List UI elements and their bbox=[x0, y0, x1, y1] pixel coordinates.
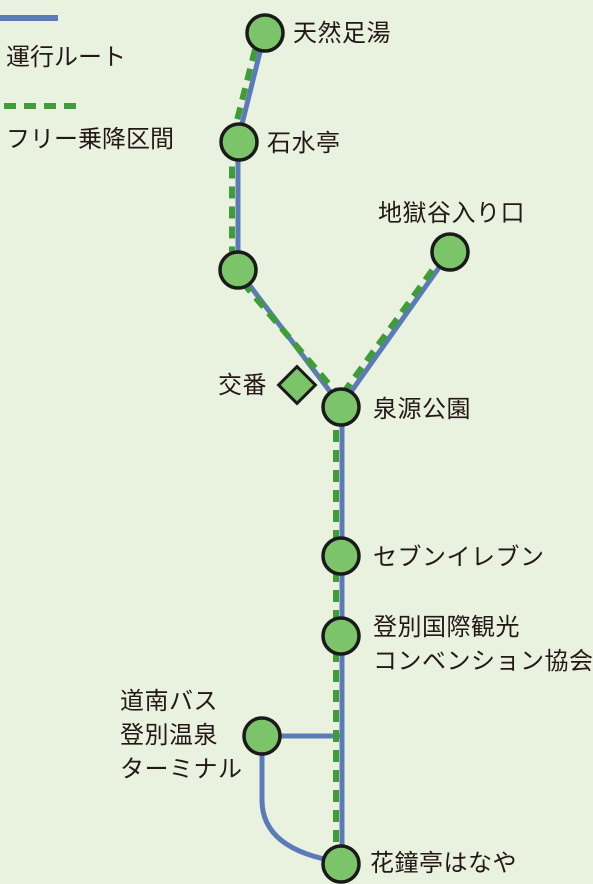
stop-label-jigokudani: 地獄谷入り口 bbox=[378, 199, 525, 227]
free-line-upper bbox=[229, 29, 337, 392]
stop-marker-terminal[interactable] bbox=[242, 716, 282, 756]
stop-marker-unnamed[interactable] bbox=[218, 250, 258, 290]
stop-label-terminal-line1: 道南バス bbox=[120, 687, 218, 715]
stop-marker-jigokudani[interactable] bbox=[430, 232, 470, 272]
free-line-jigokudani bbox=[341, 252, 447, 394]
stop-label-terminal: 道南バス 登別温泉 ターミナル bbox=[120, 684, 243, 786]
stop-marker-kyokai[interactable] bbox=[321, 616, 361, 656]
stop-label-kyokai-line1: 登別国際観光 bbox=[373, 613, 520, 641]
stop-marker-sekisuitei[interactable] bbox=[219, 122, 259, 162]
route-line-terminal-loop bbox=[259, 733, 343, 865]
stop-label-terminal-line3: ターミナル bbox=[120, 755, 243, 783]
stop-label-sengen-koen: 泉源公園 bbox=[373, 395, 471, 423]
stop-marker-tennen-ashiyu[interactable] bbox=[245, 13, 285, 53]
stop-marker-hanagane[interactable] bbox=[321, 844, 361, 884]
stop-label-sekisuitei: 石水亭 bbox=[267, 129, 341, 157]
koban-marker bbox=[276, 364, 318, 406]
stop-marker-sengen-koen[interactable] bbox=[321, 387, 361, 427]
stop-label-seven-eleven: セブンイレブン bbox=[373, 543, 545, 571]
stop-label-kyokai-line2: コンベンション協会 bbox=[373, 647, 593, 675]
legend-free-label: フリー乗降区間 bbox=[6, 125, 174, 153]
route-line-upper bbox=[235, 29, 344, 409]
stop-marker-seven-eleven[interactable] bbox=[321, 536, 361, 576]
stop-label-tennen-ashiyu: 天然足湯 bbox=[293, 19, 391, 47]
stop-label-kyokai: 登別国際観光 コンベンション協会 bbox=[373, 610, 593, 678]
stop-label-terminal-line2: 登別温泉 bbox=[120, 721, 218, 749]
landmark-label-koban: 交番 bbox=[218, 371, 267, 399]
stop-label-hanagane: 花鐘亭はなや bbox=[370, 849, 517, 877]
legend-route-label: 運行ルート bbox=[6, 43, 126, 71]
route-line-jigokudani bbox=[338, 249, 453, 409]
